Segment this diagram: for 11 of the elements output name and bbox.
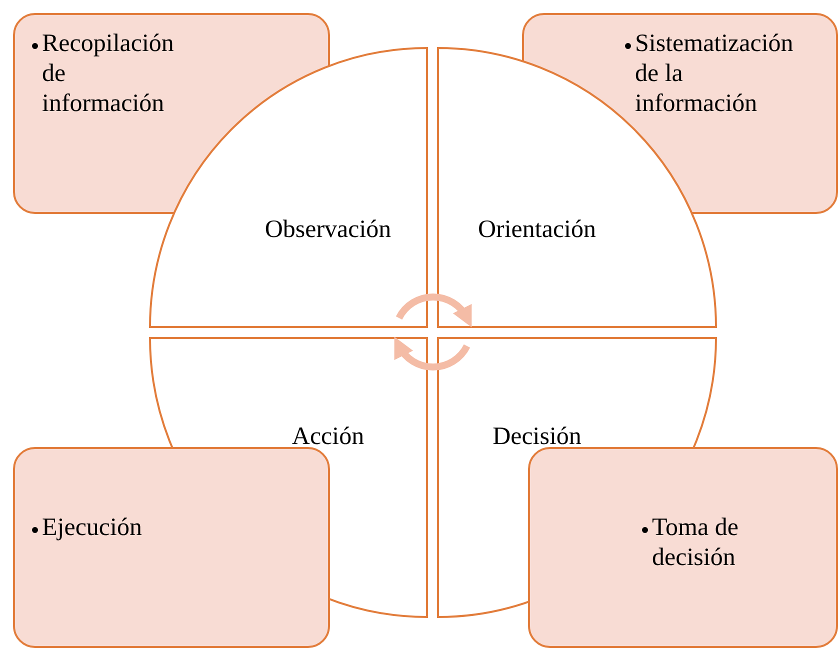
stage-label: Decisión — [492, 422, 582, 452]
bullet-text: Sistematización de la información — [635, 29, 794, 119]
note-card — [528, 447, 838, 648]
bullet-text: Recopilación de información — [42, 29, 175, 119]
bullet-text: Ejecución — [42, 513, 143, 543]
stage-label: Acción — [290, 422, 366, 452]
stage-label: Observación — [264, 215, 392, 245]
stage-label: Orientación — [476, 215, 597, 245]
note-card — [13, 447, 330, 648]
cycle-arrow — [396, 294, 472, 328]
bullet-text: Toma de decisión — [652, 513, 740, 573]
